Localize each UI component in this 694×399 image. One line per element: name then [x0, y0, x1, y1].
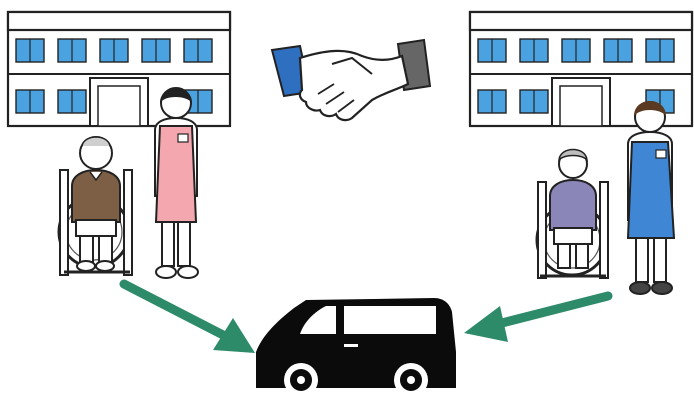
elderly-man-in-wheelchair: [57, 136, 133, 276]
caregiver-pink-apron: [154, 87, 199, 279]
handshake-icon: [270, 38, 432, 122]
elderly-woman-in-wheelchair: [535, 148, 609, 279]
arrow-right-to-vehicle: [464, 291, 613, 342]
minivan-icon: [256, 298, 456, 397]
left-facility-building: [6, 10, 232, 128]
arrow-left-to-vehicle: [119, 279, 255, 353]
caregiver-blue-apron: [626, 101, 676, 295]
